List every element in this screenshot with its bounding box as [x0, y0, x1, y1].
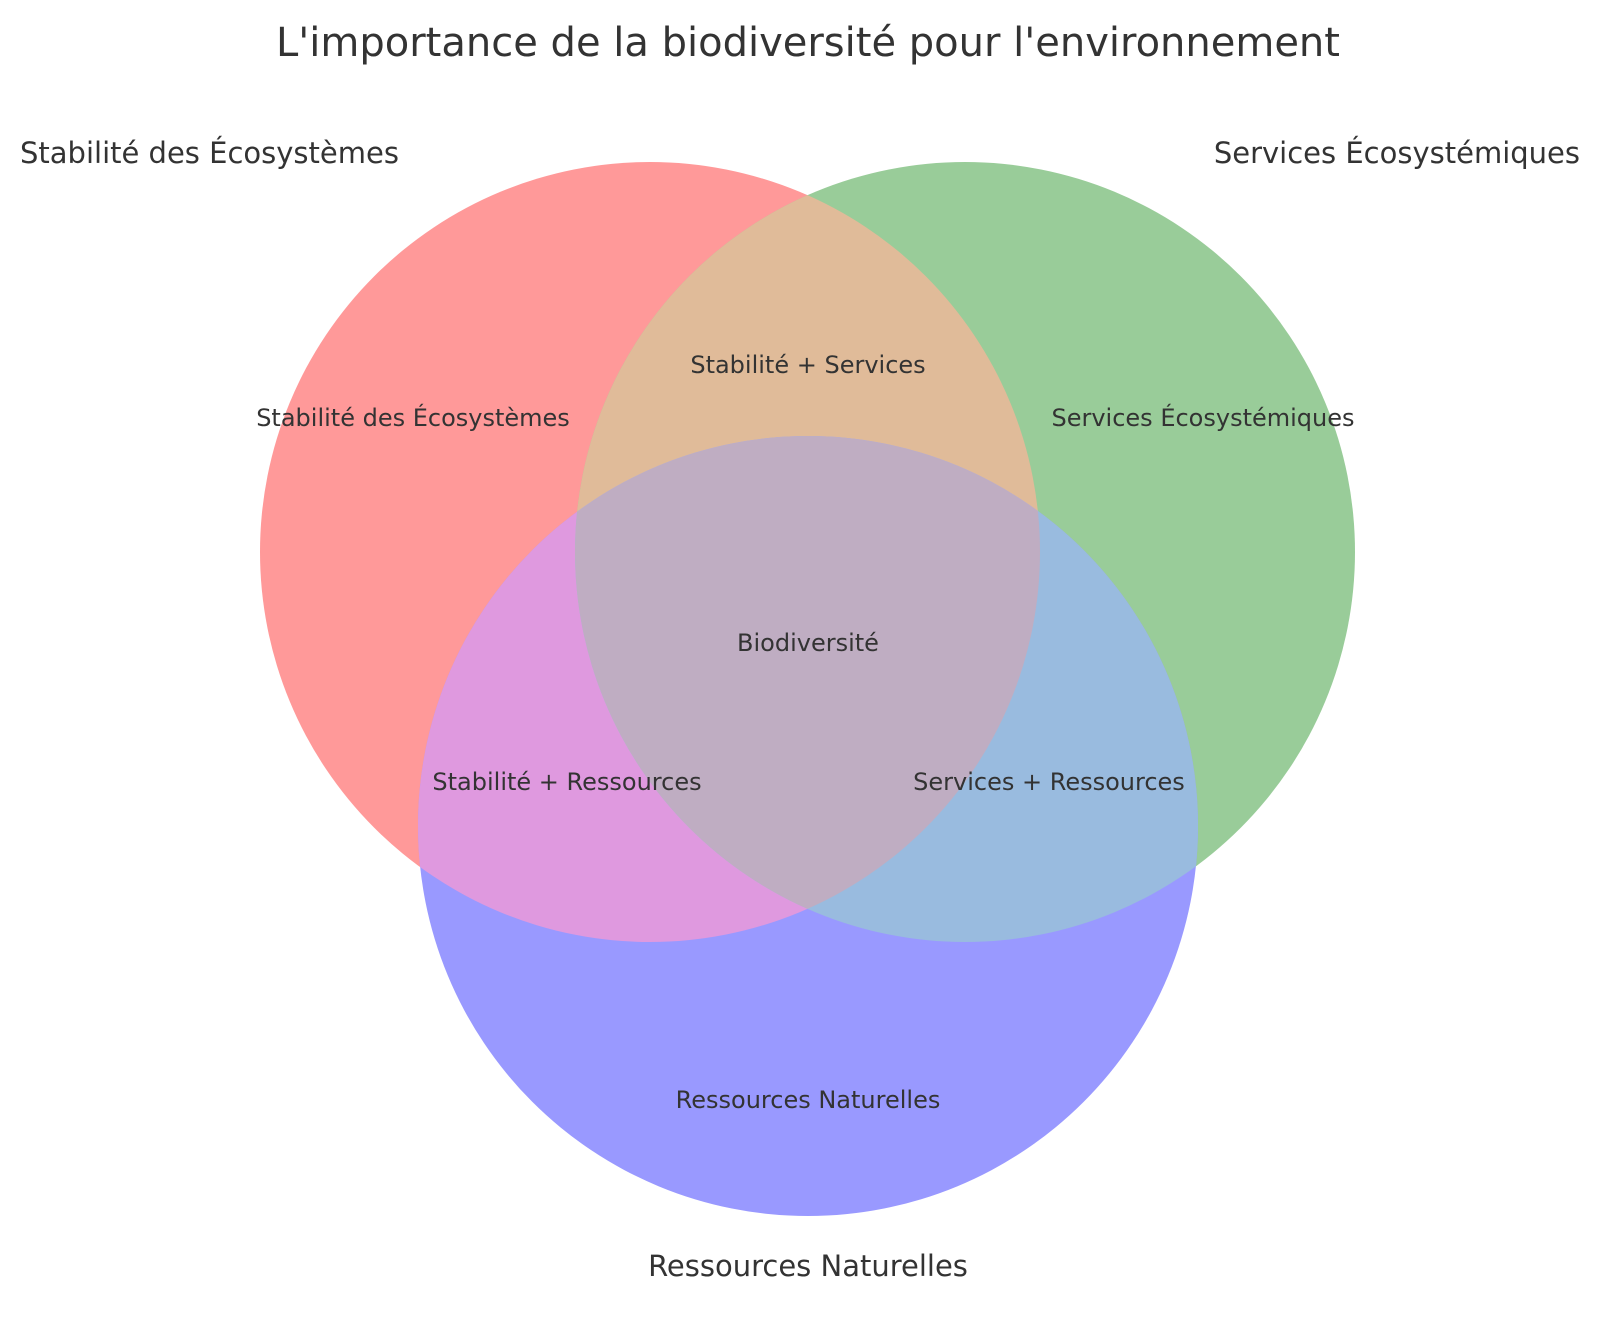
region-label-ressources: Ressources Naturelles [676, 1086, 941, 1114]
region-label-stabilite-services: Stabilité + Services [690, 351, 925, 379]
region-label-stabilite-ressources: Stabilité + Ressources [432, 768, 701, 796]
overlap-center [575, 436, 1040, 942]
region-label-services-ressources: Services + Ressources [913, 768, 1185, 796]
set-label-services: Services Écosystémiques [1214, 136, 1580, 170]
set-label-ressources: Ressources Naturelles [648, 1249, 968, 1283]
page-title: L'importance de la biodiversité pour l'e… [276, 20, 1340, 66]
region-label-services: Services Écosystémiques [1051, 403, 1354, 432]
region-label-center: Biodiversité [737, 629, 879, 657]
set-label-stabilite: Stabilité des Écosystèmes [20, 136, 399, 170]
region-label-stabilite: Stabilité des Écosystèmes [256, 403, 570, 432]
